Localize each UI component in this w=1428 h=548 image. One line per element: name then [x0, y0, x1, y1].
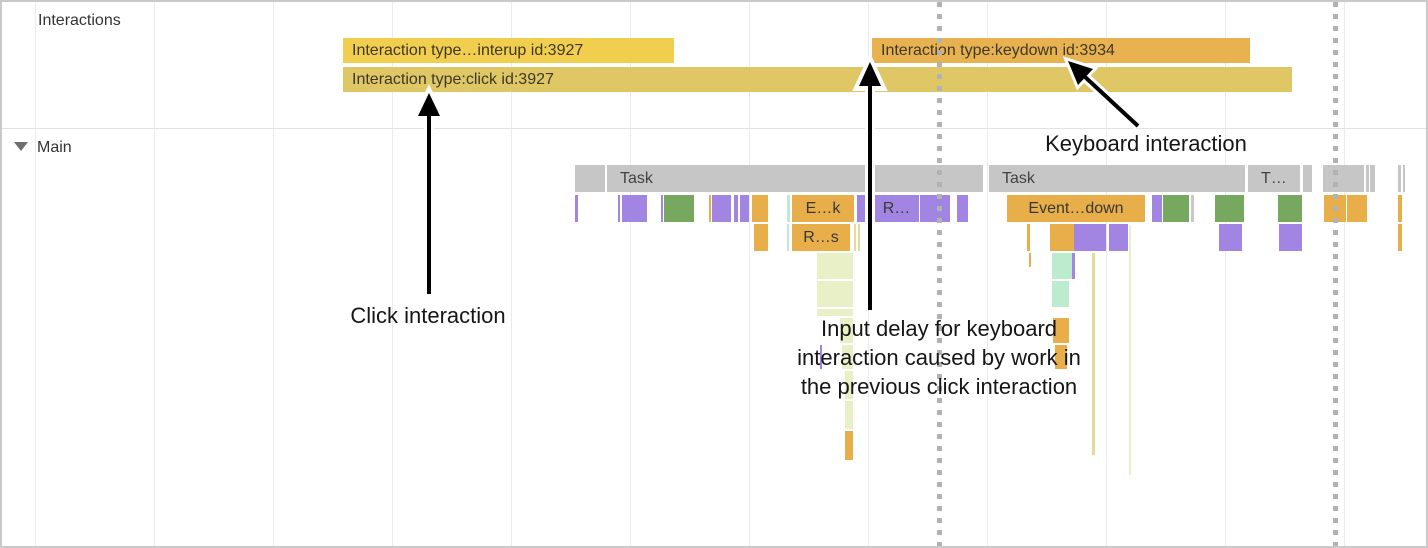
flame-bar-label: R…s	[803, 229, 839, 246]
flame-bar[interactable]	[1052, 281, 1069, 307]
click-arrow	[411, 84, 447, 294]
gridline	[35, 2, 36, 546]
gridline	[987, 2, 988, 546]
flame-bar[interactable]	[787, 195, 790, 222]
collapse-triangle-icon[interactable]	[14, 142, 28, 151]
gridline	[1344, 2, 1345, 546]
flame-bar[interactable]	[740, 195, 749, 222]
gridline	[273, 2, 274, 546]
flame-bar[interactable]	[1163, 195, 1189, 222]
flame-bar[interactable]	[1053, 318, 1069, 343]
task-bar[interactable]	[1323, 165, 1364, 192]
gridline	[392, 2, 393, 546]
gridline	[1106, 2, 1107, 546]
flame-bar[interactable]	[1052, 253, 1072, 279]
flame-bar[interactable]	[1027, 224, 1030, 251]
task-bar[interactable]	[1366, 165, 1369, 192]
flame-bar[interactable]	[1279, 224, 1302, 251]
flame-bar-label: Task	[1002, 170, 1035, 187]
flame-bar[interactable]	[845, 431, 853, 460]
flame-bar[interactable]	[1278, 195, 1302, 222]
task-bar[interactable]: T…	[1248, 165, 1300, 192]
gridline	[749, 2, 750, 546]
flame-bar[interactable]	[1074, 224, 1106, 251]
flame-bar[interactable]	[1055, 345, 1067, 369]
flame-bar[interactable]	[1347, 195, 1367, 222]
main-track-label: Main	[37, 139, 72, 156]
flame-bar[interactable]	[840, 318, 853, 343]
flame-bar[interactable]	[1152, 195, 1162, 222]
flame-bar[interactable]: E…k	[792, 195, 854, 222]
gridline	[1225, 2, 1226, 546]
gridline	[630, 2, 631, 546]
dotted-time-marker	[1333, 2, 1338, 546]
task-bar[interactable]: Task	[607, 165, 983, 192]
task-bar[interactable]	[1398, 165, 1401, 192]
flame-bar[interactable]	[920, 195, 950, 222]
flame-bar[interactable]	[842, 345, 853, 369]
task-bar[interactable]	[1303, 165, 1312, 192]
flame-bar[interactable]: R…	[874, 195, 919, 222]
interaction-bar-pointerup[interactable]: Interaction type…interup id:3927	[343, 38, 674, 63]
keyboard-annotation-label: Keyboard interaction	[1045, 131, 1247, 156]
flame-bar[interactable]	[618, 195, 620, 222]
flame-bar[interactable]	[661, 195, 663, 222]
interactions-track-label: Interactions	[38, 12, 121, 29]
flame-bar[interactable]	[1219, 224, 1242, 251]
flame-bar-label: R…	[882, 200, 911, 217]
track-divider	[2, 128, 1426, 129]
flame-bar-label: T…	[1261, 170, 1287, 187]
flame-bar[interactable]	[1129, 225, 1131, 475]
flame-bar[interactable]	[845, 371, 853, 399]
flame-bar[interactable]	[817, 253, 853, 279]
flame-bar[interactable]	[1029, 253, 1031, 267]
flame-bar[interactable]	[754, 224, 768, 251]
flame-bar[interactable]	[1072, 253, 1075, 279]
flame-bar[interactable]	[1398, 224, 1402, 251]
flame-bar[interactable]: R…s	[792, 224, 850, 251]
click-annotation-label: Click interaction	[350, 303, 506, 328]
input-delay-annotation-label: Input delay for keyboard interaction cau…	[797, 316, 1081, 399]
flame-bar[interactable]	[845, 401, 853, 429]
flame-bar[interactable]	[752, 195, 768, 222]
flame-bar[interactable]	[820, 345, 822, 369]
gridline	[154, 2, 155, 546]
flame-bar[interactable]	[817, 309, 853, 316]
flame-bar[interactable]	[1398, 195, 1402, 222]
interaction-bar-click[interactable]: Interaction type:click id:3927	[343, 67, 1292, 92]
flame-bar[interactable]	[857, 195, 865, 222]
flame-bar[interactable]	[622, 195, 647, 222]
task-bar[interactable]	[1370, 165, 1375, 192]
flame-bar[interactable]	[1050, 224, 1074, 251]
interaction-bar-keydown[interactable]: Interaction type:keydown id:3934	[872, 38, 1250, 63]
dotted-time-marker	[937, 2, 942, 546]
flame-bar[interactable]	[957, 195, 968, 222]
flame-bar[interactable]	[787, 224, 789, 251]
flame-bar[interactable]: Event…down	[1007, 195, 1145, 222]
flame-bar[interactable]	[1092, 253, 1095, 455]
gridline	[511, 2, 512, 546]
task-bar[interactable]: Task	[989, 165, 1245, 192]
flame-bar[interactable]	[854, 224, 856, 251]
flame-bar-label: Event…down	[1028, 200, 1124, 217]
flame-bar-label: Task	[620, 170, 653, 187]
flame-bar[interactable]	[709, 195, 711, 222]
flame-bar-label: E…k	[805, 200, 841, 217]
flame-bar[interactable]	[575, 195, 578, 222]
flame-bar[interactable]	[1215, 195, 1244, 222]
flame-bar[interactable]	[664, 195, 694, 222]
task-bar[interactable]	[575, 165, 605, 192]
task-bar[interactable]	[1403, 165, 1405, 192]
flame-bar[interactable]	[712, 195, 731, 222]
flame-bar[interactable]	[1109, 224, 1128, 251]
flame-bar[interactable]	[1191, 195, 1194, 222]
flame-bar[interactable]	[858, 224, 860, 251]
flame-bar[interactable]	[734, 195, 738, 222]
flame-bar[interactable]	[817, 281, 853, 307]
